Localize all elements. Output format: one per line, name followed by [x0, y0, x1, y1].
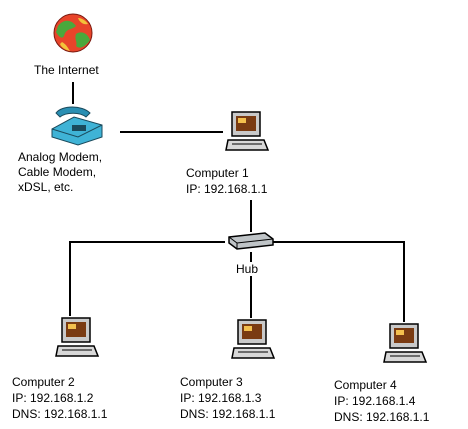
globe-icon — [52, 12, 94, 54]
telephone-modem-icon — [38, 103, 118, 147]
modem-label-line-3: xDSL, etc. — [18, 180, 74, 194]
computer-1-ip: IP: 192.168.1.1 — [186, 182, 268, 196]
computer-2-icon — [54, 316, 100, 362]
computer-1-name: Computer 1 — [186, 166, 249, 180]
hub-label: Hub — [236, 262, 259, 276]
computer-4-ip: IP: 192.168.1.4 — [334, 394, 416, 408]
hub-to-computer4-line — [273, 241, 405, 322]
hub-to-computer2-line — [69, 241, 225, 316]
computer-3-name: Computer 3 — [180, 375, 243, 389]
modem-label-line-2: Cable Modem, — [18, 165, 97, 179]
computer-2-name: Computer 2 — [12, 375, 75, 389]
computer-3-dns: DNS: 192.168.1.1 — [180, 407, 276, 421]
computer-4-name: Computer 4 — [334, 378, 397, 392]
hub-icon — [225, 231, 275, 251]
computer-3-ip: IP: 192.168.1.3 — [180, 391, 262, 405]
computer-4-icon — [382, 322, 428, 368]
computer-1-icon — [224, 110, 270, 156]
internet-label: The Internet — [34, 63, 99, 77]
computer-2-dns: DNS: 192.168.1.1 — [12, 407, 108, 421]
modem-label-line-1: Analog Modem, — [18, 150, 103, 164]
computer-3-icon — [230, 318, 276, 364]
computer-2-ip: IP: 192.168.1.2 — [12, 391, 94, 405]
computer-4-dns: DNS: 192.168.1.1 — [334, 410, 430, 424]
